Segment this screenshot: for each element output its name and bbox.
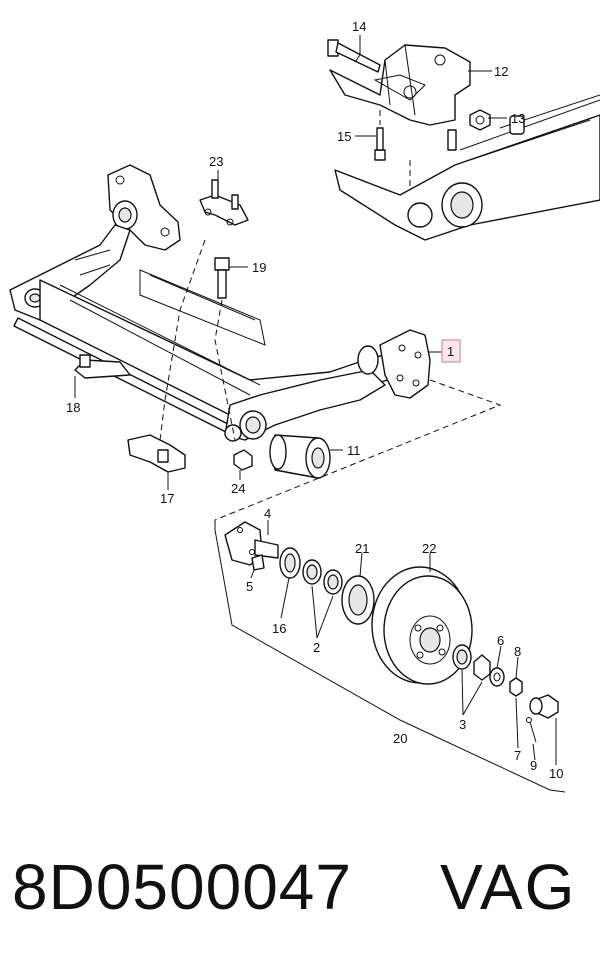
callout-16: 16: [272, 621, 286, 636]
callout-17: 17: [160, 491, 174, 506]
callout-21: 21: [355, 541, 369, 556]
brand-name: VAG: [440, 851, 577, 923]
callout-10: 10: [549, 766, 563, 781]
callout-23: 23: [209, 154, 223, 169]
mount-bracket-detail: [327, 39, 600, 241]
callout-19: 19: [252, 260, 266, 275]
callout-22: 22: [422, 541, 436, 556]
callout-24: 24: [231, 481, 245, 496]
callout-2: 2: [313, 640, 320, 655]
nut-24: [233, 449, 253, 471]
callout-20: 20: [393, 731, 407, 746]
callout-11: 11: [347, 443, 361, 458]
callout-8: 8: [514, 644, 521, 659]
rear-axle-beam: [9, 164, 431, 442]
leader-lines: [74, 35, 557, 765]
callout-15: 15: [337, 129, 351, 144]
bushing-11: [269, 434, 331, 479]
part-number: 8D0500047: [12, 851, 352, 923]
callout-3: 3: [459, 717, 466, 732]
bolt-19: [214, 257, 230, 299]
callout-5: 5: [246, 579, 253, 594]
callout-1: 1: [447, 344, 454, 359]
hub-assembly: [224, 521, 559, 743]
callout-labels: 14 12 13 15 23 19 1 18 11 17 24 4 21 22 …: [66, 19, 563, 781]
callout-12: 12: [494, 64, 508, 79]
callout-9: 9: [530, 758, 537, 773]
exploded-parts-diagram: 14 12 13 15 23 19 1 18 11 17 24 4 21 22 …: [9, 19, 600, 793]
callout-18: 18: [66, 400, 80, 415]
callout-13: 13: [511, 111, 525, 126]
callout-4: 4: [264, 506, 271, 521]
callout-6: 6: [497, 633, 504, 648]
highlighted-callout-box: [441, 339, 461, 363]
callout-14: 14: [352, 19, 366, 34]
callout-7: 7: [514, 748, 521, 763]
bracket-23: [199, 179, 249, 226]
bracket-17: [127, 434, 186, 473]
clip-18: [74, 354, 131, 379]
